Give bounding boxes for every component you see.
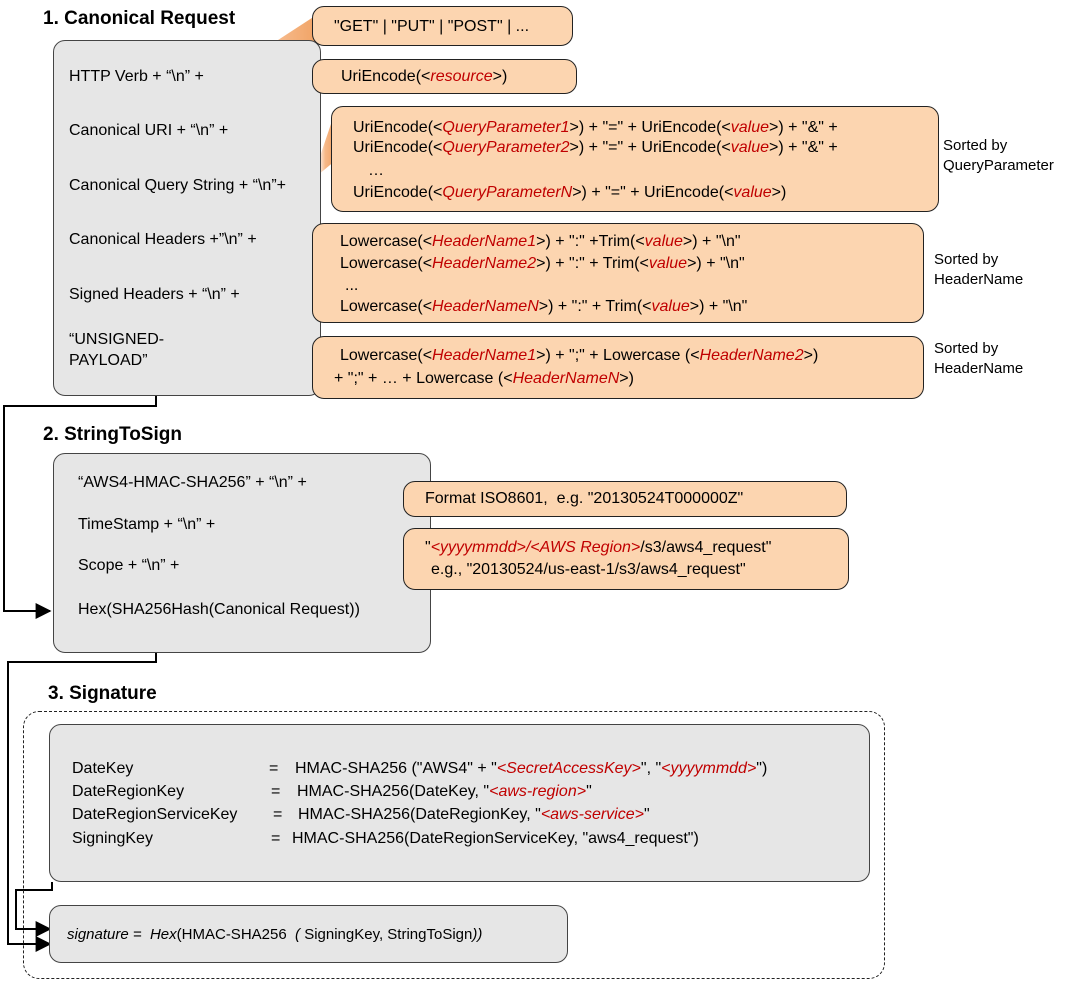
- sts-item-scope: Scope + “\n” +: [78, 557, 180, 574]
- canonical-request-box: [53, 40, 321, 396]
- headers-sort-note-1: Sorted by: [934, 251, 999, 268]
- verb-callout-text: "GET" | "PUT" | "POST" | ...: [334, 18, 530, 35]
- signed-headers-callout: Lowercase(<HeaderName1>) + ";" + Lowerca…: [312, 336, 924, 399]
- headers-sort-note-2: HeaderName: [934, 271, 1024, 288]
- sig-expr-dateregionservicekey: HMAC-SHA256(DateRegionKey, "<aws-service…: [298, 806, 650, 823]
- flow-canonical-to-stringtosign: [3, 396, 157, 619]
- sig-eq-signingkey: =: [271, 830, 281, 847]
- canonical-item-headers: Canonical Headers +”\n” +: [69, 231, 257, 248]
- sig-eq-dateregionkey: =: [271, 783, 281, 800]
- signature-region: [23, 711, 885, 979]
- scope-line-1: "<yyyymmdd>/<AWS Region>/s3/aws4_request…: [425, 539, 772, 556]
- uri-callout-text: UriEncode(<resource>): [341, 68, 508, 85]
- headers-ellipsis: ...: [345, 277, 359, 294]
- scope-callout: "<yyyymmdd>/<AWS Region>/s3/aws4_request…: [403, 528, 849, 590]
- query-callout: UriEncode(<QueryParameter1>) + "=" + Uri…: [331, 106, 939, 212]
- sts-item-hash: Hex(SHA256Hash(Canonical Request)): [78, 601, 360, 618]
- sts-item-algorithm: “AWS4-HMAC-SHA256” + “\n” +: [78, 474, 307, 491]
- query-line-3: UriEncode(<QueryParameterN>) + "=" + Uri…: [353, 184, 787, 201]
- final-signature-box: signature = Hex(HMAC-SHA256 ( SigningKey…: [49, 905, 568, 963]
- sig-expr-datekey: HMAC-SHA256 ("AWS4" + "<SecretAccessKey>…: [295, 760, 768, 777]
- sig-eq-dateregionservicekey: =: [273, 806, 283, 823]
- section-title-canonical: 1. Canonical Request: [43, 8, 236, 29]
- canonical-item-verb: HTTP Verb + “\n” +: [69, 68, 204, 85]
- flow-signingkey-to-signature: [15, 882, 53, 937]
- final-signature-text: signature = Hex(HMAC-SHA256 ( SigningKey…: [67, 926, 483, 943]
- sts-item-timestamp: TimeStamp + “\n” +: [78, 516, 216, 533]
- canonical-item-uri: Canonical URI + “\n” +: [69, 122, 229, 139]
- signed-line-2: + ";" + … + Lowercase (<HeaderNameN>): [334, 370, 634, 387]
- signed-line-1: Lowercase(<HeaderName1>) + ";" + Lowerca…: [340, 347, 819, 364]
- query-sort-note-2: QueryParameter: [943, 157, 1054, 174]
- timestamp-callout: Format ISO8601, e.g. "20130524T000000Z": [403, 481, 847, 517]
- section-title-stringtosign: 2. StringToSign: [43, 424, 182, 445]
- timestamp-callout-text: Format ISO8601, e.g. "20130524T000000Z": [425, 490, 744, 507]
- headers-line-3: Lowercase(<HeaderNameN>) + ":" + Trim(<v…: [340, 298, 748, 315]
- section-title-signature: 3. Signature: [48, 683, 157, 704]
- sig-expr-signingkey: HMAC-SHA256(DateRegionServiceKey, "aws4_…: [292, 830, 699, 847]
- headers-line-1: Lowercase(<HeaderName1>) + ":" +Trim(<va…: [340, 233, 741, 250]
- sig-key-datekey: DateKey: [72, 760, 134, 777]
- query-ellipsis: …: [368, 162, 384, 179]
- scope-line-2: e.g., "20130524/us-east-1/s3/aws4_reques…: [431, 561, 746, 578]
- query-line-1: UriEncode(<QueryParameter1>) + "=" + Uri…: [353, 119, 838, 136]
- sig-expr-dateregionkey: HMAC-SHA256(DateKey, "<aws-region>": [297, 783, 592, 800]
- signing-key-box: [49, 724, 870, 882]
- canonical-item-signed: Signed Headers + “\n” +: [69, 286, 240, 303]
- sig-eq-datekey: =: [269, 760, 279, 777]
- canonical-item-payload-2: PAYLOAD”: [69, 352, 148, 369]
- canonical-item-query: Canonical Query String + “\n”+: [69, 177, 286, 194]
- stringtosign-box: [53, 453, 431, 653]
- sig-key-signingkey: SigningKey: [72, 830, 153, 847]
- uri-callout: UriEncode(<resource>): [312, 59, 577, 94]
- headers-line-2: Lowercase(<HeaderName2>) + ":" + Trim(<v…: [340, 255, 745, 272]
- query-sort-note-1: Sorted by: [943, 137, 1008, 154]
- canonical-item-payload-1: “UNSIGNED-: [69, 331, 165, 348]
- query-line-2: UriEncode(<QueryParameter2>) + "=" + Uri…: [353, 139, 838, 156]
- verb-callout: "GET" | "PUT" | "POST" | ...: [312, 6, 573, 46]
- signed-sort-note-1: Sorted by: [934, 340, 999, 357]
- headers-callout: Lowercase(<HeaderName1>) + ":" +Trim(<va…: [312, 223, 924, 323]
- signed-sort-note-2: HeaderName: [934, 360, 1024, 377]
- sig-key-dateregionkey: DateRegionKey: [72, 783, 185, 800]
- flow-stringtosign-to-signature: [7, 652, 157, 952]
- sig-key-dateregionservicekey: DateRegionServiceKey: [72, 806, 238, 823]
